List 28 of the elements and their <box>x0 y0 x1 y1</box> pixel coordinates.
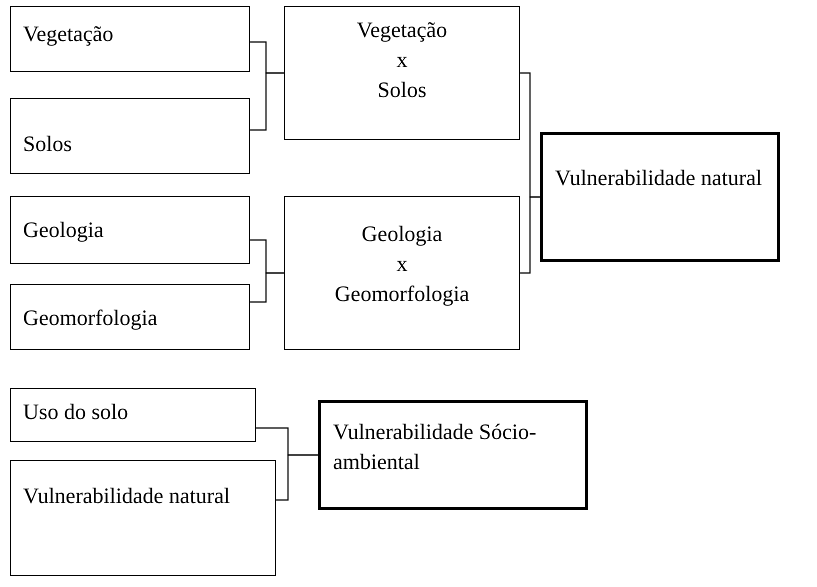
text-box <box>284 6 520 140</box>
box-label: Geologia <box>22 216 105 244</box>
text-box <box>284 196 520 350</box>
connector-line <box>250 272 284 303</box>
box-label: Geomorfologia <box>334 280 470 308</box>
box-label: Geologia <box>360 220 444 248</box>
text-box <box>10 196 250 264</box>
connector-line <box>250 72 284 131</box>
box-label: x <box>396 46 408 74</box>
box-label: Vulnerabilidade Sócio-ambiental <box>332 418 538 476</box>
text-box <box>10 98 250 174</box>
text-box <box>10 460 276 576</box>
connector-line <box>520 196 540 274</box>
text-box <box>10 388 256 442</box>
box-label: Vegetação <box>356 16 448 44</box>
text-box <box>10 6 250 72</box>
box-label: Uso do solo <box>22 398 130 426</box>
connector-line <box>276 454 318 501</box>
box-label: Geomorfologia <box>22 304 158 332</box>
text-box <box>10 284 250 350</box>
box-label: x <box>396 250 408 278</box>
box-label: Vulnerabilidade natural <box>22 482 231 510</box>
box-label: Vegetação <box>22 20 114 48</box>
text-box <box>318 400 588 510</box>
box-label: Solos <box>22 130 73 158</box>
box-label: Vulnerabilidade natural <box>554 164 763 192</box>
text-box <box>540 132 780 262</box>
box-label: Solos <box>376 76 428 104</box>
